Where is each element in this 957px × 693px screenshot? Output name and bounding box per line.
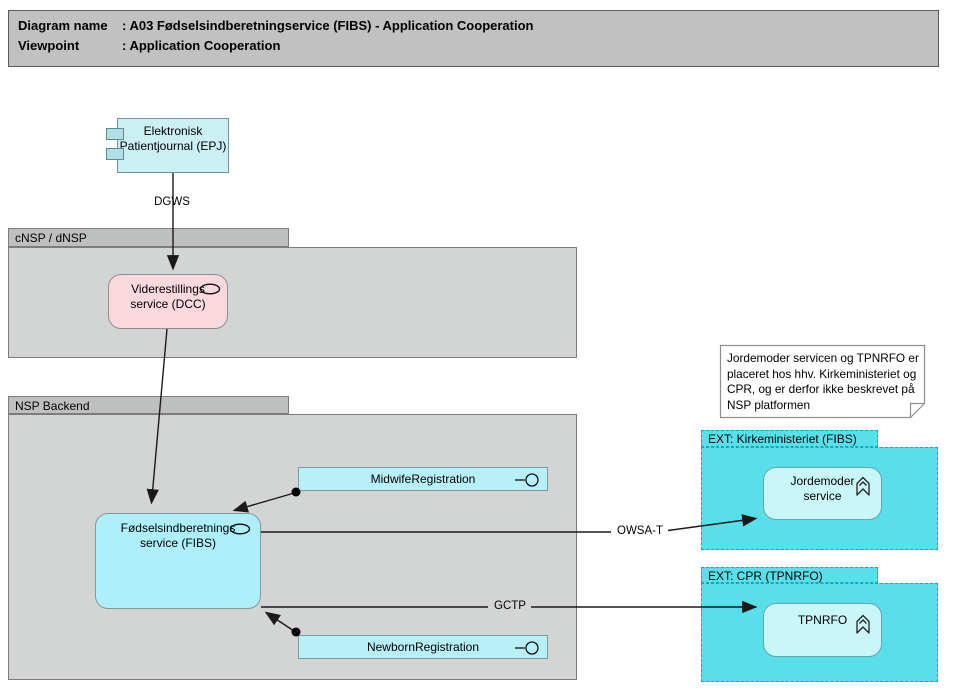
group-nsp-backend-tab[interactable]: NSP Backend (8, 396, 289, 414)
node-dcc-label: Viderestillings service (DCC) (130, 282, 206, 311)
diagram-title-bar: Diagram name : A03 Fødselsindberetningse… (8, 10, 939, 67)
service-oval-icon (199, 283, 221, 295)
edge-label-dgws: DGWS (154, 196, 190, 208)
viewpoint-value: : Application Cooperation (122, 38, 281, 53)
interface-lollipop-icon (515, 473, 539, 487)
node-jordemoder-service[interactable]: Jordemoder service (763, 467, 882, 520)
node-newborn-registration-interface[interactable]: NewbornRegistration (298, 635, 548, 659)
interface-lollipop-icon (515, 641, 539, 655)
component-icon (106, 128, 124, 140)
viewpoint-row: Viewpoint : Application Cooperation (18, 36, 938, 56)
node-newborn-label: NewbornRegistration (366, 639, 480, 654)
node-dcc-service[interactable]: Viderestillings service (DCC) (108, 274, 228, 329)
note-text[interactable]: Jordemoder servicen og TPNRFO er placere… (727, 351, 919, 412)
node-fibs-service[interactable]: Fødselsindberetnings service (FIBS) (95, 513, 261, 609)
component-icon (106, 148, 124, 160)
diagram-name-label: Diagram name (18, 18, 108, 33)
group-cnsp-dnsp-body[interactable] (8, 247, 577, 358)
service-oval-icon (229, 523, 251, 535)
group-ext-cpr-tab[interactable]: EXT: CPR (TPNRFO) (701, 567, 878, 583)
chevron-badge-icon (856, 614, 870, 634)
diagram-name-row: Diagram name : A03 Fødselsindberetningse… (18, 16, 938, 36)
viewpoint-label: Viewpoint (18, 38, 80, 53)
diagram-name-value: : A03 Fødselsindberetningservice (FIBS) … (122, 18, 534, 33)
node-fibs-label: Fødselsindberetnings service (FIBS) (120, 521, 236, 550)
chevron-badge-icon (856, 476, 870, 496)
node-midwife-registration-interface[interactable]: MidwifeRegistration (298, 467, 548, 491)
node-tpnrfo-label: TPNRFO (797, 613, 848, 627)
group-ext-kirkeministeriet-tab[interactable]: EXT: Kirkeministeriet (FIBS) (701, 430, 878, 447)
node-midwife-label: MidwifeRegistration (370, 471, 476, 486)
group-cnsp-dnsp-tab[interactable]: cNSP / dNSP (8, 228, 289, 247)
edge-label-gctp: GCTP (494, 600, 526, 612)
node-epj-component[interactable]: Elektronisk Patientjournal (EPJ) (117, 118, 229, 173)
node-epj-label: Elektronisk Patientjournal (EPJ) (119, 124, 227, 153)
node-jordemoder-label: Jordemoder service (790, 474, 855, 503)
node-tpnrfo[interactable]: TPNRFO (763, 603, 882, 657)
edge-label-owsa-t: OWSA-T (617, 525, 663, 537)
